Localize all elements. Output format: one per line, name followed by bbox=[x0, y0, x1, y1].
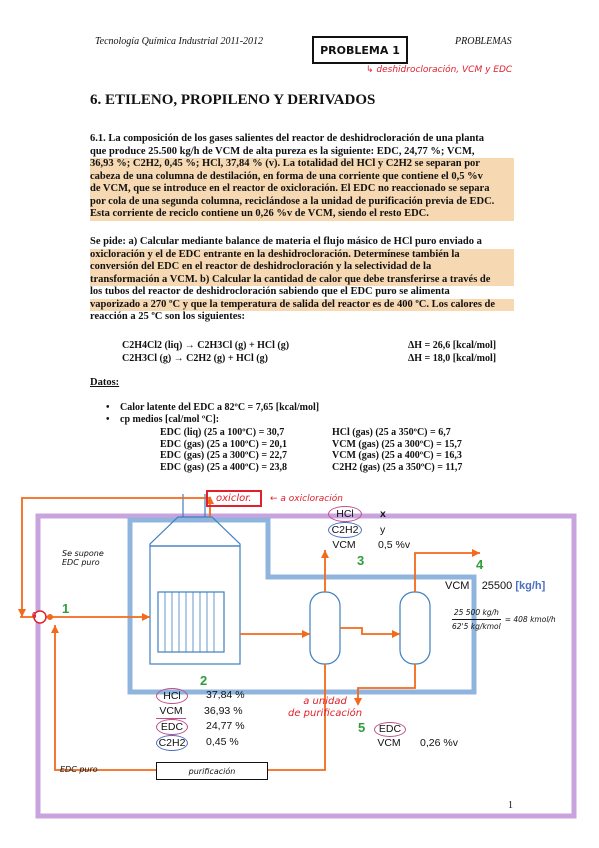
node-6-label: 6 bbox=[32, 611, 37, 620]
oxiclor-note: ← a oxicloración bbox=[270, 494, 343, 504]
molar-flow-calc: 25 500 kg/h 62'5 kg/kmol = 408 kmol/h bbox=[452, 608, 556, 631]
datos-item: cp medios [cal/mol ºC]: bbox=[100, 414, 520, 426]
node-5-label: 5 bbox=[358, 720, 366, 735]
problem-label-box: PROBLEMA 1 bbox=[312, 36, 408, 64]
problem-line: cabeza de una columna de destilación, en… bbox=[90, 170, 514, 183]
node-1-label: 1 bbox=[62, 601, 70, 616]
node-1-dot bbox=[47, 614, 53, 620]
purification-box: purificación bbox=[156, 762, 268, 780]
problem-line: de VCM, que se introduce en el reactor d… bbox=[90, 183, 514, 196]
problem-statement: 6.1. La composición de los gases salient… bbox=[90, 133, 514, 221]
reaction-2-enthalpy: ΔH = 18,0 [kcal/mol] bbox=[408, 353, 497, 364]
se-pide-line: Se pide: a) Calcular mediante balance de… bbox=[90, 236, 482, 247]
datos-item: Calor latente del EDC a 82ºC = 7,65 [kca… bbox=[100, 402, 520, 414]
reaction-1-equation: C2H4Cl2 (liq) → C2H3Cl (g) + HCl (g) bbox=[122, 340, 290, 351]
page-number: 1 bbox=[508, 800, 513, 811]
header-problems: PROBLEMAS bbox=[455, 36, 512, 47]
global-boundary bbox=[35, 513, 577, 819]
problem-line: que produce 25.500 kg/h de VCM de alta p… bbox=[90, 145, 475, 157]
se-pide-line: los tubos del reactor de deshidrocloraci… bbox=[90, 286, 450, 297]
oxiclor-box: oxiclor. bbox=[206, 490, 262, 507]
inner-boundary bbox=[127, 517, 477, 695]
datos-title: Datos: bbox=[90, 377, 120, 388]
se-pide-line: reacción a 25 ºC son los siguientes: bbox=[90, 311, 245, 322]
node-2-label: 2 bbox=[200, 673, 208, 688]
header-note: ↳ deshidrocloración, VCM y EDC bbox=[366, 65, 513, 75]
node-3-label: 3 bbox=[357, 553, 365, 568]
distillation-column-2 bbox=[399, 591, 431, 665]
distillation-column-1 bbox=[309, 591, 341, 665]
reaction-1-enthalpy: ΔH = 26,6 [kcal/mol] bbox=[408, 340, 497, 351]
flow-arrows bbox=[18, 496, 480, 706]
datos-list: Calor latente del EDC a 82ºC = 7,65 [kca… bbox=[100, 402, 520, 426]
problem-line: por cola de una segunda columna, reciclá… bbox=[90, 195, 514, 208]
reaction-2-equation: C2H3Cl (g) → C2H2 (g) + HCl (g) bbox=[122, 353, 268, 364]
reactor-icon bbox=[149, 494, 241, 665]
problem-line: 6.1. La composición de los gases salient… bbox=[90, 133, 485, 144]
header-course: Tecnología Química Industrial 2011-2012 bbox=[95, 36, 264, 47]
se-pide: Se pide: a) Calcular mediante balance de… bbox=[90, 236, 514, 324]
reactor-tubes bbox=[164, 592, 215, 652]
se-pide-line: vaporizado a 270 ºC y que la temperatura… bbox=[90, 298, 514, 311]
process-diagram bbox=[18, 494, 577, 819]
section-title: 6. ETILENO, PROPILENO Y DERIVADOS bbox=[90, 92, 376, 108]
problem-line: 36,93 %; C2H2, 0,45 %; HCl, 37,84 % (v).… bbox=[90, 158, 514, 171]
se-pide-line: oxicloración y el de EDC entrante en la … bbox=[90, 248, 514, 261]
se-pide-line: transformación a VCM. b) Calcular la can… bbox=[90, 273, 514, 286]
node-4-label: 4 bbox=[476, 557, 484, 572]
problem-line: Esta corriente de reciclo contiene un 0,… bbox=[90, 208, 514, 221]
mixer-node bbox=[33, 610, 47, 624]
se-pide-line: conversión del EDC en el reactor de desh… bbox=[90, 261, 514, 274]
edc-puro-label: EDC puro bbox=[60, 765, 98, 774]
stream-4-flow: VCM 25500 [kg/h] bbox=[445, 580, 546, 592]
